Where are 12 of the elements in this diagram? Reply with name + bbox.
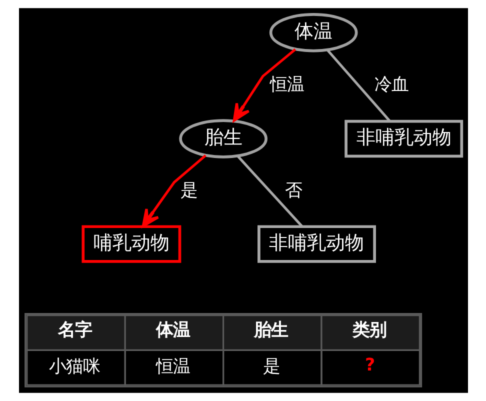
edge-label: 冷血 (374, 75, 408, 96)
label: ? (364, 355, 375, 376)
label: 名字 (57, 320, 92, 341)
label: 恒温 (155, 357, 190, 378)
label: 小猫咪 (48, 357, 100, 378)
label: 体温 (155, 320, 190, 341)
label: 是 (262, 357, 280, 378)
edge-label: 否 (284, 181, 302, 202)
label: 类别 (352, 320, 386, 341)
edge-label: 恒温 (270, 75, 304, 96)
label: 胎生 (254, 320, 288, 341)
edge-label: 是 (180, 181, 198, 202)
